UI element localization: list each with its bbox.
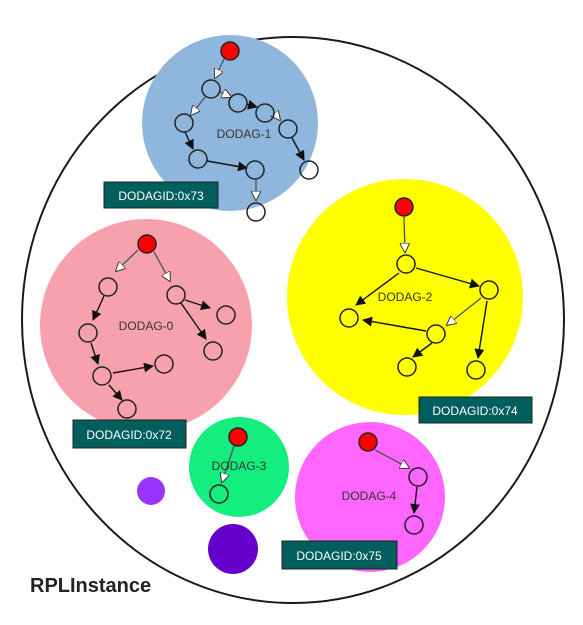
dodag-1-node: [228, 93, 248, 113]
dodag-2-node: [339, 308, 359, 328]
dodag-0-node: [78, 323, 98, 343]
dodag-4-root-node: [358, 432, 378, 452]
edge-d0-n1-n3: [92, 295, 105, 321]
edge-d1-n6-n7: [206, 160, 248, 172]
dodag-2-node: [479, 280, 499, 300]
edge-d0-n3-n6: [90, 342, 100, 365]
edge-d2-n4-n2: [362, 316, 427, 332]
dodag-1-region: [142, 35, 318, 211]
dodag-2-node: [466, 360, 486, 380]
edge-d1-n1-n2: [219, 92, 231, 97]
edge-d2-n3-n4: [447, 297, 482, 325]
dodag-4-id-tag: DODAGID:0x75: [281, 540, 398, 570]
dodag-1-node: [174, 113, 194, 133]
dodag-1-node: [245, 160, 265, 180]
edge-d4-n1-n2: [410, 486, 420, 514]
dodag-3-region: [189, 417, 289, 517]
dodag-nodes: [78, 41, 499, 535]
dodag-0-node: [203, 341, 223, 361]
dodag-3-node: [209, 484, 229, 504]
dodag-4-id-text: DODAGID:0x75: [296, 549, 382, 563]
edge-d0-root-n2: [153, 251, 170, 281]
dodag-2-id-tag: DODAGID:0x74: [418, 396, 533, 424]
small-node-dot: [137, 477, 165, 505]
dodag-3-root-node: [228, 427, 248, 447]
dodag-0-node: [98, 277, 118, 297]
dodag-1-node: [246, 202, 266, 222]
edge-d2-n3-n5: [474, 300, 488, 359]
dodag-1-root-node: [220, 41, 240, 61]
edge-d1-n5-n8: [291, 137, 305, 161]
dodag-1-id-text: DODAGID:0x73: [118, 189, 204, 203]
dodag-2-id-text: DODAGID:0x74: [432, 404, 518, 418]
edge-d2-n1-n3: [415, 267, 480, 289]
dodag-1-id-tag-box: [103, 181, 219, 209]
edge-d3-root-n1: [222, 445, 235, 482]
dodag-0-node: [154, 354, 174, 374]
dodag-0-node: [92, 366, 112, 386]
rpl-instance-label: RPLInstance: [30, 575, 151, 597]
dodag-2-label: DODAG-2: [378, 290, 433, 304]
dodag-0-id-tag-box: [72, 419, 187, 449]
dodag-0-id-text: DODAGID:0x72: [86, 428, 172, 442]
dodag-1-id-tag: DODAGID:0x73: [103, 181, 219, 209]
dodag-1-node: [201, 79, 221, 99]
edge-d0-n6-n8: [108, 384, 123, 401]
dodag-4-id-tag-box: [281, 540, 398, 570]
dodag-2-root-node: [394, 197, 414, 217]
dodag-1-node: [188, 149, 208, 169]
dodag-3-label: DODAG-3: [212, 459, 267, 473]
dodag-4-label: DODAG-4: [342, 489, 397, 503]
dodag-1-label: DODAG-1: [217, 127, 272, 141]
edge-d0-n6-n7: [112, 362, 154, 374]
dodag-0-node: [216, 305, 236, 325]
dodag-0-root-node: [137, 234, 157, 254]
dodag-4-node: [408, 467, 428, 487]
dodag-4-node: [404, 515, 424, 535]
dodag-1-node: [255, 103, 275, 123]
dodag-2-node: [426, 324, 446, 344]
dodag-2-node: [397, 357, 417, 377]
dodag-1-node: [278, 119, 298, 139]
dodag-0-node: [166, 285, 186, 305]
edge-d1-n4-n5: [276, 115, 280, 120]
dodag-1-node: [299, 160, 319, 180]
edge-d0-n2-n5: [180, 302, 207, 340]
edge-d1-n2-n4: [245, 99, 258, 110]
edge-d2-root-n1: [404, 216, 405, 252]
dodag-2-region: [287, 179, 523, 415]
edge-d2-n1-n2: [355, 272, 400, 306]
dodag-0-label: DODAG-0: [119, 319, 174, 333]
edge-d1-root-n1: [215, 58, 225, 78]
edge-d1-n3-n6: [184, 131, 194, 150]
dodag-2-node: [396, 254, 416, 274]
dodag-2-id-tag-box: [418, 396, 533, 424]
edge-d1-n1-n3: [191, 96, 206, 115]
edge-d4-root-n1: [374, 449, 409, 468]
edge-d2-n4-n6: [412, 342, 433, 358]
dodag-0-node: [117, 399, 137, 419]
dodag-edges: [90, 58, 488, 514]
dodag-0-id-tag: DODAGID:0x72: [72, 419, 187, 449]
edge-d0-n2-n4: [184, 299, 211, 311]
large-node-dot: [208, 524, 258, 574]
rpl-instance-boundary: [21, 36, 565, 604]
edge-d0-root-n1: [116, 249, 139, 271]
